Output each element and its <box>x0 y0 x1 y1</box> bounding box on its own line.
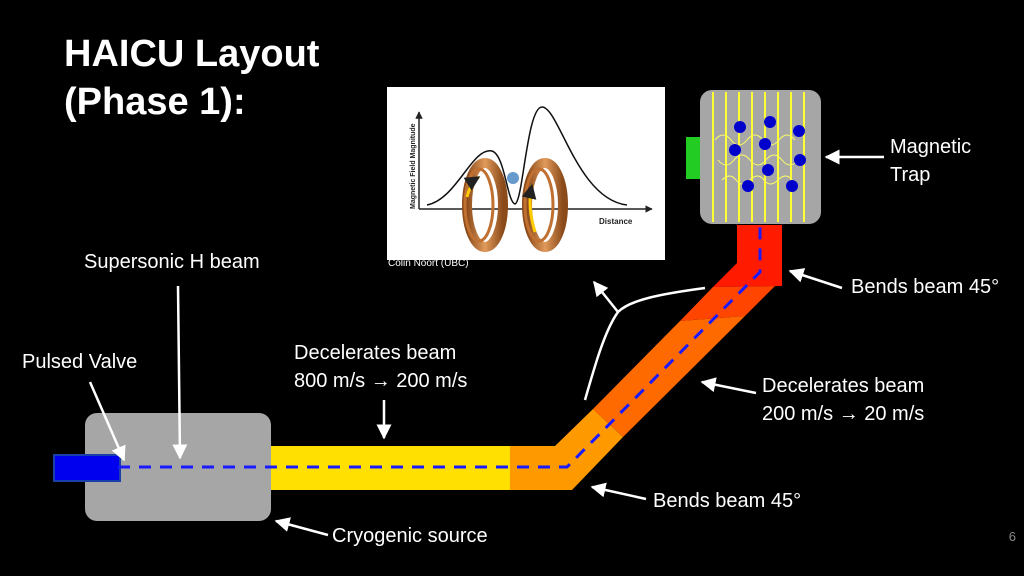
inset-ylabel: Magnetic Field Magnitude <box>410 123 417 209</box>
field-profile-inset: Magnetic Field Magnitude Distance <box>387 87 665 260</box>
inset-credit: Colin Noort (UBC) <box>388 258 469 269</box>
arrow-pulsed-valve <box>88 381 126 462</box>
left-coil <box>462 158 508 252</box>
slide-title: HAICU Layout (Phase 1): <box>64 30 319 126</box>
supersonic-beam-label: Supersonic H beam <box>84 251 260 273</box>
magnetic-trap-label-line1: Magnetic <box>890 136 972 158</box>
cryogenic-source-label: Cryogenic source <box>332 525 488 547</box>
arrow-supersonic-beam <box>172 285 188 460</box>
inset-xlabel: Distance <box>599 217 633 226</box>
arrow-cryogenic-source <box>274 517 329 537</box>
lower-bend-label: Bends beam 45° <box>653 490 802 512</box>
beam-path <box>118 200 762 469</box>
trap-wavy-lines <box>714 134 799 185</box>
decel-stage-2-label: Decelerates beam 200 m/s → 20 m/s <box>762 372 924 428</box>
upper-bend-section <box>713 225 782 287</box>
trap-green-port <box>686 137 700 179</box>
field-profile-plot: Magnetic Field Magnitude Distance <box>410 106 653 252</box>
left-current-arrow <box>463 175 481 198</box>
right-current-arrow <box>521 183 537 233</box>
decel-stage-1-label-line2: 800 m/s → 200 m/s <box>294 370 468 392</box>
pulsed-valve-block <box>53 454 121 482</box>
arrow-decel-stage-2 <box>700 377 757 395</box>
arrow-upper-bend <box>788 268 843 290</box>
arrow-lower-bend <box>590 482 647 501</box>
right-coil <box>522 158 568 252</box>
page-number: 6 <box>1008 529 1016 544</box>
title-line-1: HAICU Layout <box>64 33 320 75</box>
arrow-inset-callout-head <box>593 280 619 313</box>
title-line-2: (Phase 1): <box>64 81 246 123</box>
decel-stage-2-label-line2: 200 m/s → 20 m/s <box>762 403 925 425</box>
decelerator-stage-1 <box>271 446 510 490</box>
decelerator-stage-2-lower <box>593 316 745 437</box>
pulsed-valve-label: Pulsed Valve <box>22 351 138 373</box>
decel-stage-1-label: Decelerates beam 800 m/s → 200 m/s <box>294 339 467 395</box>
decel-stage-2-label-line1: Decelerates beam <box>762 375 925 397</box>
cryogenic-source-box <box>85 413 271 521</box>
decel-stage-1-label-line1: Decelerates beam <box>294 342 457 364</box>
field-curve <box>426 106 628 206</box>
lower-bend-section <box>510 409 623 490</box>
magnetic-trap-label-line2: Trap <box>890 164 931 186</box>
trapped-atom-dot <box>507 172 519 184</box>
upper-bend-label: Bends beam 45° <box>851 276 1000 298</box>
magnetic-trap-label: Magnetic Trap <box>890 133 971 189</box>
trapped-atoms <box>729 116 806 192</box>
